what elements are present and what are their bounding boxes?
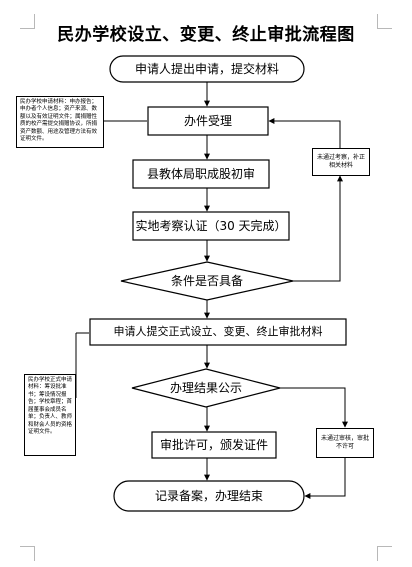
application-materials-note: 民办学校申请材料：申办报告；申办者个人信息；资产来源、数额以及有效证明文件；属捐… [16,96,104,148]
site-inspection-node: 实地考察认证（30 天完成） [135,218,287,233]
diagram-title: 民办学校设立、变更、终止审批流程图 [57,25,355,45]
site-inspection-box-shape [132,211,290,241]
end-terminal-shape [113,480,305,512]
formal-materials-note: 民办学校正式申请材料：筹设批准书；筹设情况报告；学校章程；首届董事会成员名单；负… [24,374,76,456]
crop-mark-bottom-left [20,546,35,561]
result-diamond-shape [131,368,281,408]
accept-box-shape [147,106,269,136]
end-node: 记录备案，办理结束 [154,488,263,503]
result-decision: 办理结果公示 [169,380,242,395]
formal-submit-box-shape [89,318,347,346]
crop-mark-top-right [377,14,392,29]
not-approved-note: 未通过审核，审批不许可 [316,428,374,458]
arrow-result-to-rejection [280,387,348,428]
crop-mark-bottom-right [377,546,392,561]
accept-node: 办件受理 [183,113,232,128]
arrow-rejection-to-end [304,458,346,499]
approve-node: 审批许可，颁发证件 [159,437,268,452]
arrow-feedback-to-accept [268,118,341,148]
start-node: 申请人提出申请，提交材料 [134,61,279,76]
initial-review-box-shape [132,159,270,189]
formal-submit-node: 申请人提交正式设立、变更、终止审批材料 [113,325,323,339]
not-passed-inspection-note: 未通过考察，补正相关材料 [312,148,370,176]
initial-review-node: 县教体局职成股初审 [146,166,255,181]
arrow-condition-to-feedback [293,175,343,282]
crop-mark-top-left [20,14,35,29]
condition-decision: 条件是否具备 [170,273,243,288]
approve-box-shape [151,431,277,459]
